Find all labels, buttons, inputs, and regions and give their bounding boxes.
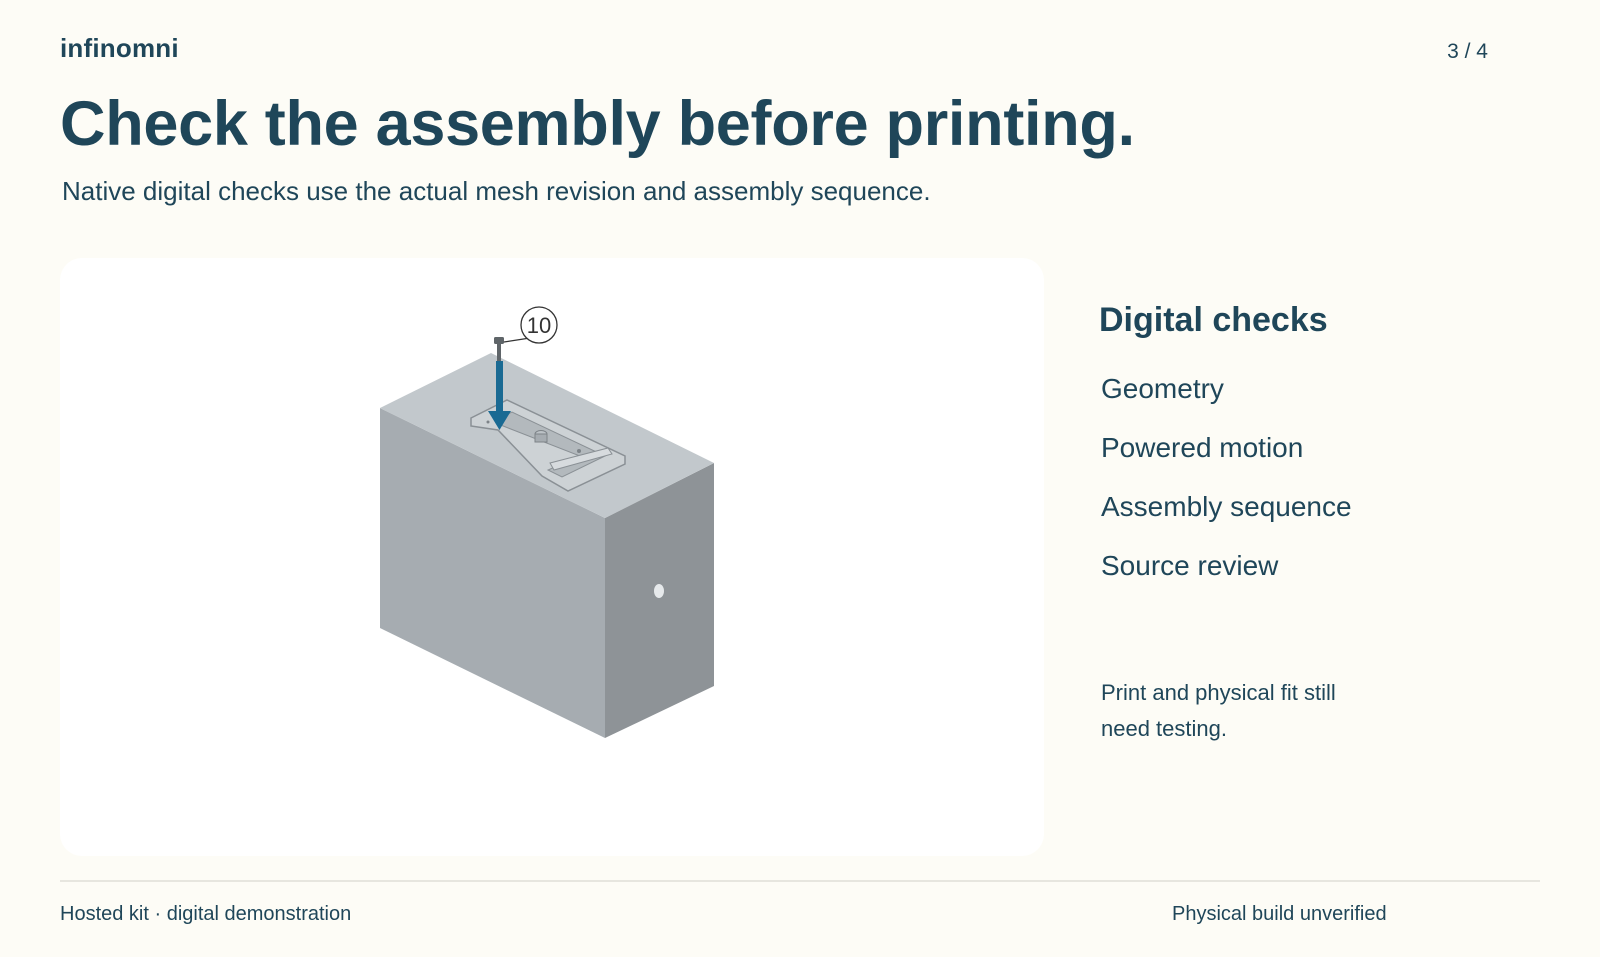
- insert-arrow-shaft: [496, 361, 503, 415]
- insert-arrow-head: [488, 411, 511, 430]
- footer-right-text: Physical build unverified: [1172, 903, 1387, 925]
- brand-logo: infinomni: [60, 33, 179, 63]
- side-hole: [654, 584, 664, 598]
- block-right-face: [605, 463, 714, 738]
- footer-left-text: Hosted kit · digital demonstration: [60, 903, 352, 925]
- page-subtitle: Native digital checks use the actual mes…: [62, 176, 931, 206]
- page-title: Check the assembly before printing.: [60, 89, 1135, 159]
- callout-circle: [520, 306, 558, 344]
- callout-number: 10: [527, 313, 551, 338]
- testing-note: Print and physical fit still need testin…: [1101, 680, 1336, 741]
- checks-heading: Digital checks: [1099, 301, 1328, 339]
- callout-leader: [503, 337, 531, 343]
- check-item-powered-motion: Powered motion: [1101, 432, 1304, 463]
- assembly-illustration: 10: [380, 306, 714, 738]
- bracket-hole-small: [486, 420, 490, 424]
- check-item-source-review: Source review: [1101, 550, 1279, 581]
- screw-head: [494, 337, 504, 344]
- check-item-geometry: Geometry: [1101, 373, 1224, 404]
- post-body: [534, 433, 548, 443]
- checks-list: Geometry Powered motion Assembly sequenc…: [1101, 372, 1352, 608]
- bracket-hole: [577, 449, 581, 453]
- check-item-assembly-sequence: Assembly sequence: [1101, 491, 1352, 522]
- screw-shaft: [497, 344, 501, 364]
- bracket-tab: [549, 447, 613, 471]
- page-counter: 3 / 4: [1447, 40, 1488, 63]
- footer-divider: [60, 880, 1540, 882]
- model-viewer[interactable]: 10: [60, 258, 1044, 856]
